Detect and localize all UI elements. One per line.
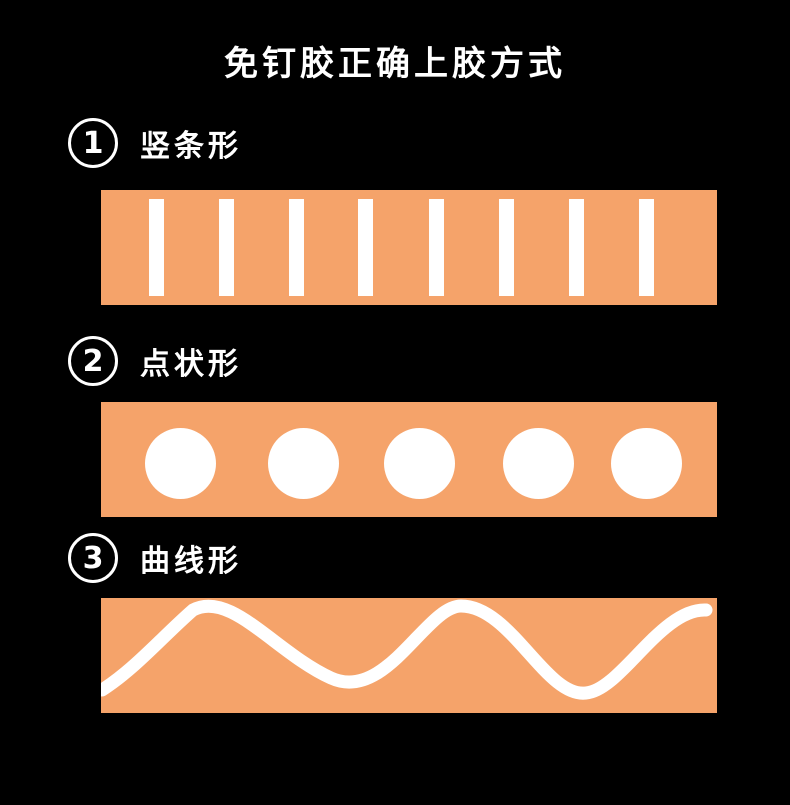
glue-dot [145,428,216,499]
method-1-number-badge: 1 [68,118,118,168]
glue-stripe [219,199,234,296]
glue-dot [268,428,339,499]
glue-dot [611,428,682,499]
method-1-label: 竖条形 [140,129,242,164]
method-3-number-badge: 3 [68,533,118,583]
dot-pattern-panel [101,402,717,517]
method-1-header: 1 竖条形 [68,116,242,170]
glue-stripe [569,199,584,296]
glue-stripe [358,199,373,296]
method-2-header: 2 点状形 [68,334,242,388]
wave-glue-line [101,599,713,700]
page-title: 免钉胶正确上胶方式 [224,44,566,84]
stripe-pattern-panel [101,190,717,305]
method-3-label: 曲线形 [140,544,242,579]
method-2-number-badge: 2 [68,336,118,386]
glue-dot [384,428,455,499]
glue-stripe [149,199,164,296]
wave-stroke [101,599,713,700]
glue-stripe [289,199,304,296]
wave-pattern-panel [101,598,717,713]
glue-stripe [429,199,444,296]
glue-stripe [499,199,514,296]
glue-stripe [639,199,654,296]
glue-dot [503,428,574,499]
method-3-header: 3 曲线形 [68,531,242,585]
method-2-label: 点状形 [140,347,242,382]
